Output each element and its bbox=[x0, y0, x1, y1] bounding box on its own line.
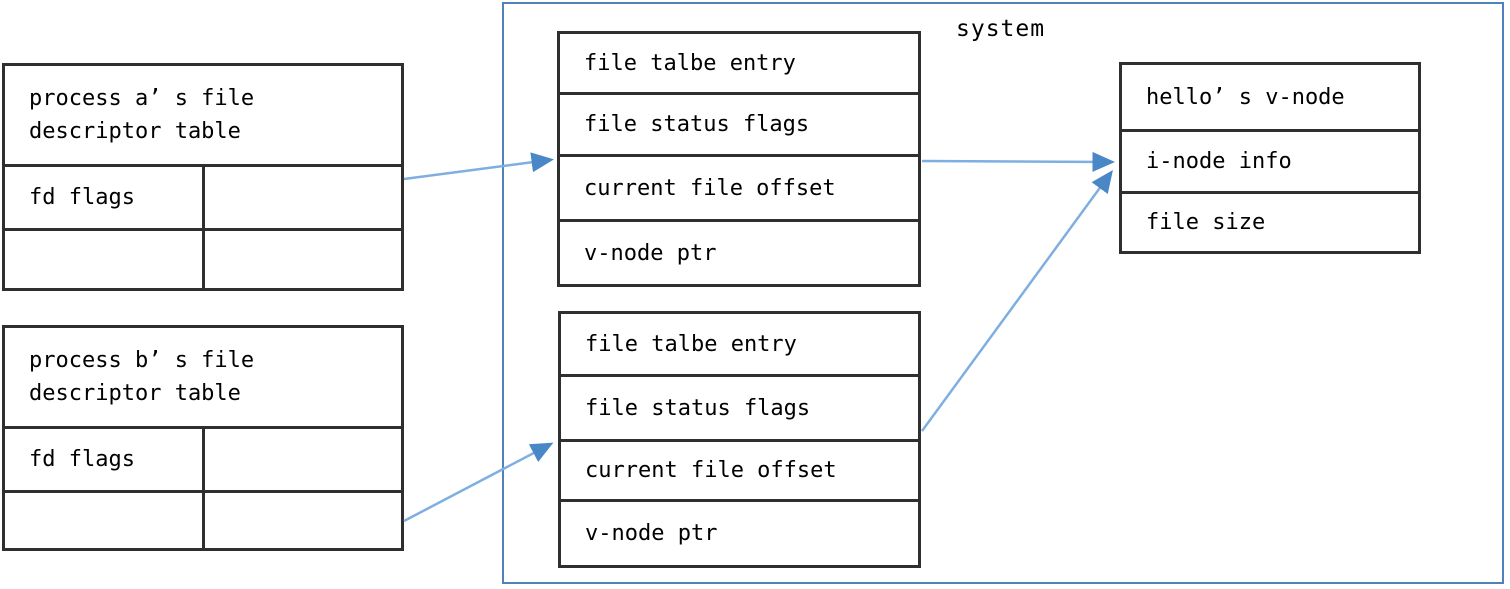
system-label: system bbox=[956, 16, 1046, 42]
file-table-a-offset-label: current file offset bbox=[584, 175, 836, 201]
file-table-a-entry-label: file talbe entry bbox=[584, 50, 796, 76]
vnode-inode-info-label: i-node info bbox=[1146, 149, 1292, 174]
process-a-row2-right-cell bbox=[205, 231, 401, 288]
process-a-row2-left-cell bbox=[5, 231, 205, 288]
process-b-title-line1: process b’ s file bbox=[29, 348, 255, 373]
hello-vnode: hello’ s v-node i-node info file size bbox=[1119, 62, 1421, 254]
vnode-title-label: hello’ s v-node bbox=[1146, 84, 1345, 110]
file-table-b-entry-label: file talbe entry bbox=[585, 331, 797, 357]
process-b-row2-left-cell bbox=[5, 493, 205, 548]
file-table-a-row-offset: current file offset bbox=[560, 157, 918, 222]
process-b-fd-row-1: fd flags bbox=[5, 429, 401, 493]
process-b-fd-row-2 bbox=[5, 493, 401, 548]
vnode-row-file-size: file size bbox=[1122, 194, 1418, 251]
file-table-b-row-entry: file talbe entry bbox=[561, 314, 918, 377]
vnode-row-title: hello’ s v-node bbox=[1122, 65, 1418, 132]
file-table-a-row-entry: file talbe entry bbox=[560, 34, 918, 95]
file-table-a-vnode-ptr-label: v-node ptr bbox=[584, 240, 717, 266]
process-a-fd-row-1: fd flags bbox=[5, 167, 401, 231]
process-b-fd-entry bbox=[205, 429, 401, 490]
process-a-fd-flags-label: fd flags bbox=[5, 167, 205, 228]
process-a-fd-table: process a’ s file descriptor table fd fl… bbox=[2, 63, 404, 291]
process-b-title-line2: descriptor table bbox=[29, 381, 241, 406]
process-a-title-line2: descriptor table bbox=[29, 119, 241, 144]
process-a-fd-table-title: process a’ s file descriptor table bbox=[5, 66, 401, 167]
process-b-row2-right-cell bbox=[205, 493, 401, 548]
process-b-fd-flags-label: fd flags bbox=[5, 429, 205, 490]
file-table-a-row-status-flags: file status flags bbox=[560, 95, 918, 157]
file-table-b-offset-label: current file offset bbox=[585, 458, 837, 483]
vnode-row-inode-info: i-node info bbox=[1122, 132, 1418, 194]
vnode-file-size-label: file size bbox=[1146, 210, 1266, 235]
file-table-b-vnode-ptr-label: v-node ptr bbox=[585, 521, 718, 546]
process-a-fd-entry bbox=[205, 167, 401, 228]
file-table-b-row-vnode-ptr: v-node ptr bbox=[561, 502, 918, 565]
file-table-b-status-flags-label: file status flags bbox=[585, 395, 811, 421]
file-table-b-row-offset: current file offset bbox=[561, 442, 918, 502]
process-b-fd-table-title: process b’ s file descriptor table bbox=[5, 328, 401, 429]
process-a-fd-row-2 bbox=[5, 231, 401, 288]
file-table-a-status-flags-label: file status flags bbox=[584, 112, 810, 137]
file-table-a-row-vnode-ptr: v-node ptr bbox=[560, 222, 918, 284]
process-a-title-line1: process a’ s file bbox=[29, 86, 255, 111]
system-box bbox=[502, 2, 1504, 584]
file-table-b-row-status-flags: file status flags bbox=[561, 377, 918, 442]
file-table-entry-b: file talbe entry file status flags curre… bbox=[558, 311, 921, 568]
file-table-entry-a: file talbe entry file status flags curre… bbox=[557, 31, 921, 287]
process-b-fd-table: process b’ s file descriptor table fd fl… bbox=[2, 325, 404, 551]
